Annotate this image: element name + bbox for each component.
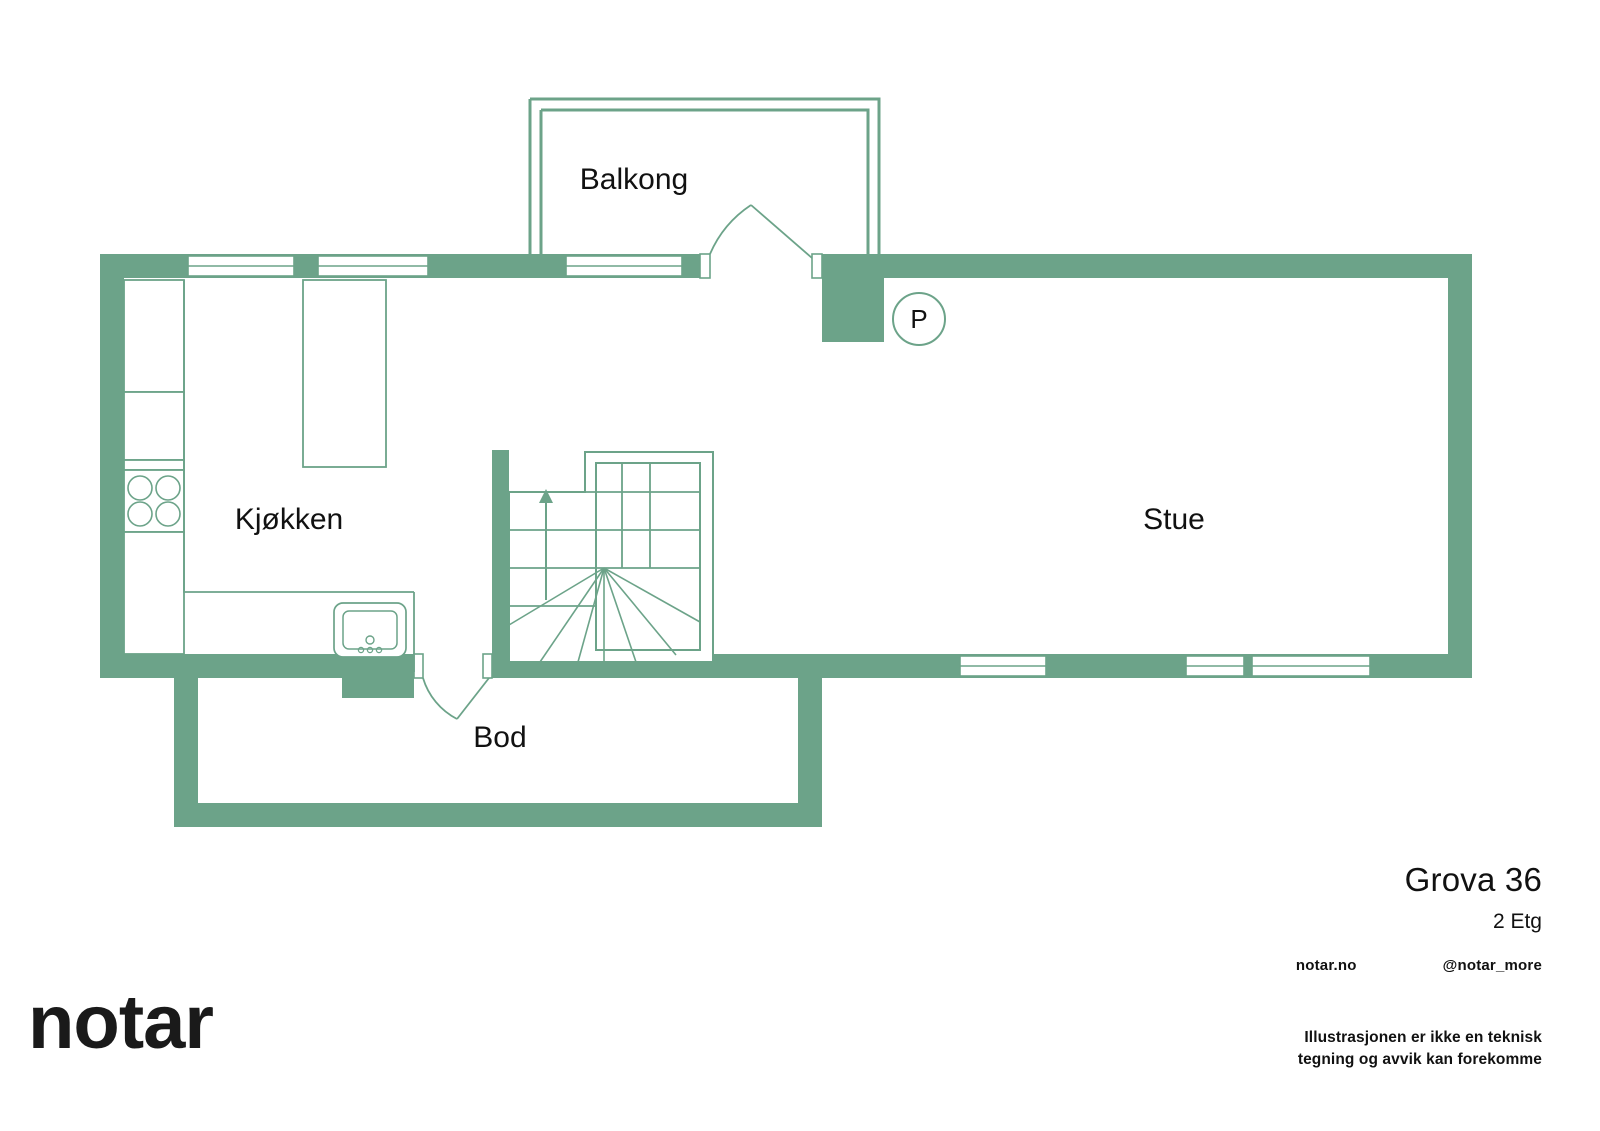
bod-walls (174, 672, 822, 827)
website-link[interactable]: notar.no (1295, 957, 1357, 974)
page-title: Grova 36 (1404, 861, 1542, 898)
pillar-marker-label: P (910, 304, 927, 334)
stair-direction-arrow (539, 489, 553, 600)
footer-links: notar.no @notar_more (1122, 957, 1542, 974)
balcony-outline (528, 97, 881, 262)
stove-cooktop (127, 475, 181, 527)
floor-label: 2 Etg (1492, 910, 1542, 934)
window (1251, 655, 1371, 677)
notar-logo: notar (28, 988, 268, 1060)
kitchen-upper-cabinets (183, 280, 414, 593)
room-label-bod: Bod (473, 721, 526, 754)
window-group-bottom (959, 655, 1371, 677)
kitchen-wall-nib (342, 672, 414, 698)
disclaimer-line-2: tegning og avvik kan forekomme (1297, 1051, 1542, 1068)
window (1185, 655, 1245, 677)
window (187, 255, 295, 277)
pillar-marker: P (892, 292, 946, 346)
kitchen-tall-cabinet (302, 279, 387, 468)
notar-wordmark-text: notar (28, 988, 213, 1060)
room-label-kjokken: Kjøkken (235, 503, 343, 536)
window (565, 255, 683, 277)
disclaimer-line-1: Illustrasjonen er ikke en teknisk (1304, 1029, 1542, 1046)
staircase (492, 450, 714, 663)
notar-wordmark: notar (28, 988, 214, 1060)
balcony-door (699, 204, 823, 279)
kitchen-sink (333, 592, 415, 672)
kitchen-counter-left (123, 279, 185, 655)
room-label-balkong: Balkong (580, 163, 688, 196)
social-handle[interactable]: @notar_more (1442, 957, 1542, 974)
bod-door (413, 653, 493, 720)
title-block: Grova 36 2 Etg (1122, 861, 1542, 934)
disclaimer-text: Illustrasjonen er ikke en teknisk tegnin… (1082, 1027, 1542, 1071)
room-label-stue: Stue (1143, 503, 1205, 536)
stair-winders (508, 567, 701, 663)
window-group-top (187, 255, 683, 277)
window (317, 255, 429, 277)
entry-pillar (822, 254, 884, 342)
window (959, 655, 1047, 677)
